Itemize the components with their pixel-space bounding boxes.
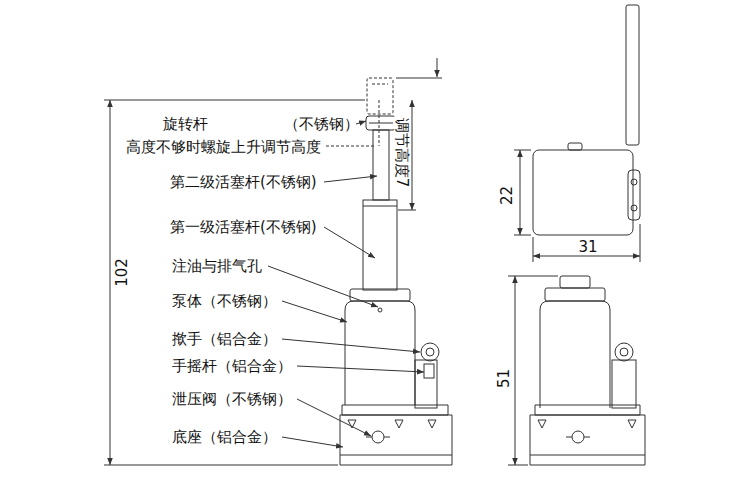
part-label: 第二级活塞杆(不锈钢) <box>170 175 317 190</box>
jack-side-view <box>340 78 452 465</box>
part-label: 旋转杆 <box>163 117 208 132</box>
dimension-value: 22 <box>501 183 516 206</box>
dimension-value: 51 <box>498 366 513 389</box>
material-label: （不锈钢） <box>284 117 359 132</box>
handle-top-view <box>514 5 640 262</box>
part-label: 揿手（铝合金） <box>172 332 277 347</box>
part-label: 泵体（不锈钢） <box>172 294 277 309</box>
dimension-label: 调节高度7 <box>394 115 409 189</box>
part-label: 泄压阀（不锈钢） <box>172 392 292 407</box>
part-label: 第一级活塞杆(不锈钢) <box>170 220 317 235</box>
dimension-lines <box>104 58 442 465</box>
dimension-value: 102 <box>114 256 129 289</box>
part-label: 注油与排气孔 <box>172 259 262 274</box>
part-label: 手摇杆（铝合金） <box>172 359 292 374</box>
jack-front-view <box>508 276 645 465</box>
dimension-value: 31 <box>578 240 597 255</box>
part-label: 底座（铝合金） <box>172 430 277 445</box>
note-label: 高度不够时螺旋上升调节高度 <box>126 140 321 155</box>
